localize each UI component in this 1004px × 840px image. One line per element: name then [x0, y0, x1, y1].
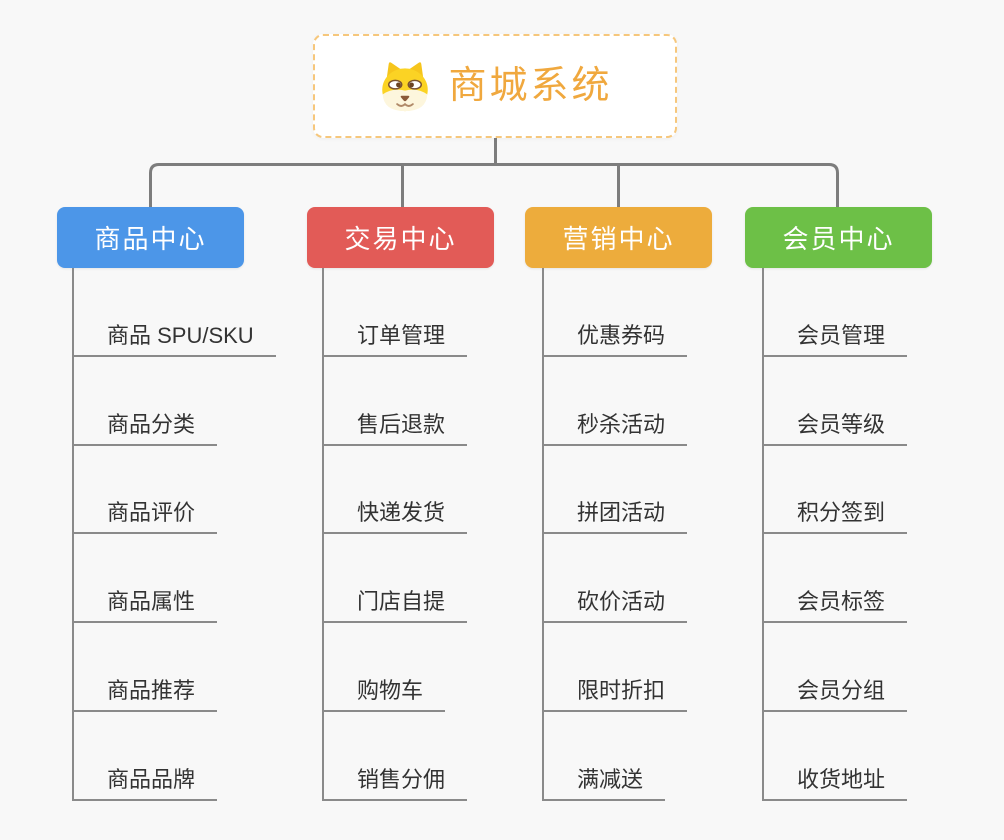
leaf-label[interactable]: 快递发货: [324, 502, 468, 535]
leaf-item: 会员等级: [764, 357, 994, 446]
leaf-item: 商品 SPU/SKU: [74, 268, 304, 357]
leaf-label[interactable]: 商品分类: [74, 413, 218, 446]
leaf-item: 会员标签: [764, 534, 994, 624]
branch-node[interactable]: 会员中心: [745, 207, 932, 268]
leaf-item: 快递发货: [324, 446, 554, 535]
leaf-label[interactable]: 门店自提: [324, 591, 468, 624]
leaf-item: 门店自提: [324, 534, 554, 624]
shiba-dog-icon: [377, 60, 433, 112]
leaf-item: 商品品牌: [74, 712, 304, 801]
root-node[interactable]: 商城系统: [313, 34, 677, 138]
branch-node[interactable]: 营销中心: [525, 207, 712, 268]
leaf-label[interactable]: 商品推荐: [74, 680, 218, 713]
branch-node[interactable]: 交易中心: [307, 207, 494, 268]
leaf-label[interactable]: 满减送: [544, 768, 666, 801]
leaf-label[interactable]: 拼团活动: [544, 502, 688, 535]
leaf-item: 商品推荐: [74, 623, 304, 713]
leaf-item: 满减送: [544, 712, 774, 801]
leaf-label[interactable]: 砍价活动: [544, 591, 688, 624]
branch-label: 营销中心: [562, 224, 675, 254]
leaf-label[interactable]: 积分签到: [764, 502, 908, 535]
branch-label: 商品中心: [94, 224, 207, 254]
leaf-item: 限时折扣: [544, 623, 774, 713]
leaf-label[interactable]: 优惠券码: [544, 324, 688, 357]
leaf-label[interactable]: 收货地址: [764, 768, 908, 801]
branch-label: 会员中心: [782, 224, 895, 254]
leaf-label[interactable]: 限时折扣: [544, 680, 688, 713]
leaf-item: 优惠券码: [544, 268, 774, 357]
leaf-label[interactable]: 商品 SPU/SKU: [74, 324, 276, 357]
leaf-label[interactable]: 会员分组: [764, 680, 908, 713]
leaf-column: 订单管理售后退款快递发货门店自提购物车销售分佣: [322, 268, 554, 801]
leaf-label[interactable]: 商品评价: [74, 502, 218, 535]
leaf-column: 会员管理会员等级积分签到会员标签会员分组收货地址: [762, 268, 994, 801]
leaf-item: 会员分组: [764, 623, 994, 713]
leaf-column: 商品 SPU/SKU 商品分类商品评价商品属性商品推荐商品品牌: [72, 268, 304, 801]
leaf-item: 商品分类: [74, 357, 304, 446]
leaf-label[interactable]: 会员等级: [764, 413, 908, 446]
branch-label: 交易中心: [344, 224, 457, 254]
leaf-column: 优惠券码秒杀活动拼团活动砍价活动限时折扣满减送: [542, 268, 774, 801]
branch-node[interactable]: 商品中心: [57, 207, 244, 268]
leaf-item: 订单管理: [324, 268, 554, 357]
leaf-item: 积分签到: [764, 446, 994, 535]
branch-rail-line: [149, 163, 839, 208]
leaf-label[interactable]: 商品属性: [74, 591, 218, 624]
leaf-item: 商品评价: [74, 446, 304, 535]
leaf-item: 售后退款: [324, 357, 554, 446]
leaf-label[interactable]: 秒杀活动: [544, 413, 688, 446]
leaf-item: 收货地址: [764, 712, 994, 801]
leaf-label[interactable]: 会员标签: [764, 591, 908, 624]
leaf-item: 购物车: [324, 623, 554, 713]
leaf-item: 秒杀活动: [544, 357, 774, 446]
leaf-item: 拼团活动: [544, 446, 774, 535]
leaf-label[interactable]: 售后退款: [324, 413, 468, 446]
leaf-label[interactable]: 订单管理: [324, 324, 468, 357]
root-title: 商城系统: [448, 65, 613, 107]
leaf-item: 会员管理: [764, 268, 994, 357]
leaf-label[interactable]: 会员管理: [764, 324, 908, 357]
leaf-label[interactable]: 销售分佣: [324, 768, 468, 801]
leaf-item: 商品属性: [74, 534, 304, 624]
leaf-label[interactable]: 商品品牌: [74, 768, 218, 801]
leaf-item: 砍价活动: [544, 534, 774, 624]
leaf-item: 销售分佣: [324, 712, 554, 801]
leaf-label[interactable]: 购物车: [324, 680, 446, 713]
